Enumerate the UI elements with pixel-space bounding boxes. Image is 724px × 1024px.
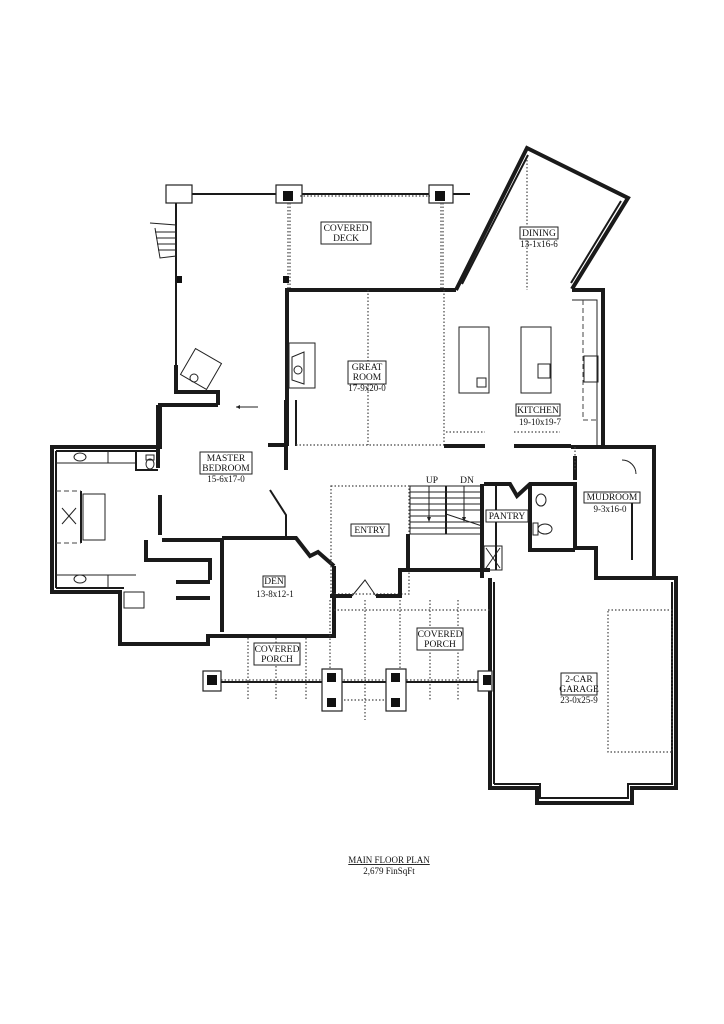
covered-porch-left-label: COVERED xyxy=(255,645,300,655)
great-room-label-line2: ROOM xyxy=(353,373,382,383)
covered-deck-area: COVERED DECK xyxy=(149,184,470,365)
covered-deck-label: COVERED xyxy=(324,224,369,234)
covered-porch-right-label: COVERED xyxy=(418,630,463,640)
dining-label: DINING xyxy=(522,229,556,239)
pantry-label: PANTRY xyxy=(489,512,526,522)
mudroom-label: MUDROOM xyxy=(587,493,638,503)
stairs-down-label: DN xyxy=(460,476,474,486)
pantry-mudroom: PANTRY MUDROOM 9-3x16-0 xyxy=(480,447,641,580)
great-room-kitchen: GREAT ROOM 17-9x20-0 KITCHEN 19-10x19-7 … xyxy=(285,160,599,448)
den-dims: 13-8x12-1 xyxy=(256,589,294,599)
kitchen-label: KITCHEN xyxy=(517,406,559,416)
plan-title: MAIN FLOOR PLAN xyxy=(348,855,430,865)
garage-dims: 23-0x25-9 xyxy=(560,695,598,705)
entry-label: ENTRY xyxy=(354,526,385,536)
great-room-label: GREAT xyxy=(352,363,383,373)
den-room: DEN 13-8x12-1 xyxy=(220,446,336,632)
master-bedroom-label-line2: BEDROOM xyxy=(202,464,250,474)
den-label: DEN xyxy=(264,577,284,587)
master-bedroom-dims: 15-6x17-0 xyxy=(207,474,245,484)
garage: 2-CAR GARAGE 23-0x25-9 xyxy=(559,609,673,753)
mudroom-dims: 9-3x16-0 xyxy=(594,504,627,514)
plan-area: 2,679 FinSqFt xyxy=(363,866,415,876)
covered-deck-label-line2: DECK xyxy=(333,234,359,244)
stairs-up-label: UP xyxy=(426,476,438,486)
great-room-dims: 17-9x20-0 xyxy=(348,383,386,393)
master-bedroom-label: MASTER xyxy=(207,454,246,464)
entry-stairs: UP DN ENTRY xyxy=(330,476,490,598)
covered-porch: COVERED PORCH COVERED PORCH xyxy=(202,600,493,720)
garage-label-line2: GARAGE xyxy=(559,685,599,695)
dining-dims: 13-1x16-6 xyxy=(520,239,558,249)
covered-porch-right-label-line2: PORCH xyxy=(424,640,456,650)
kitchen-dims: 19-10x19-7 xyxy=(519,417,561,427)
master-suite: MASTER BEDROOM 15-6x17-0 xyxy=(56,405,258,609)
garage-label: 2-CAR xyxy=(565,675,593,685)
covered-porch-left-label-line2: PORCH xyxy=(261,655,293,665)
plan-title-block: MAIN FLOOR PLAN 2,679 FinSqFt xyxy=(348,855,430,876)
